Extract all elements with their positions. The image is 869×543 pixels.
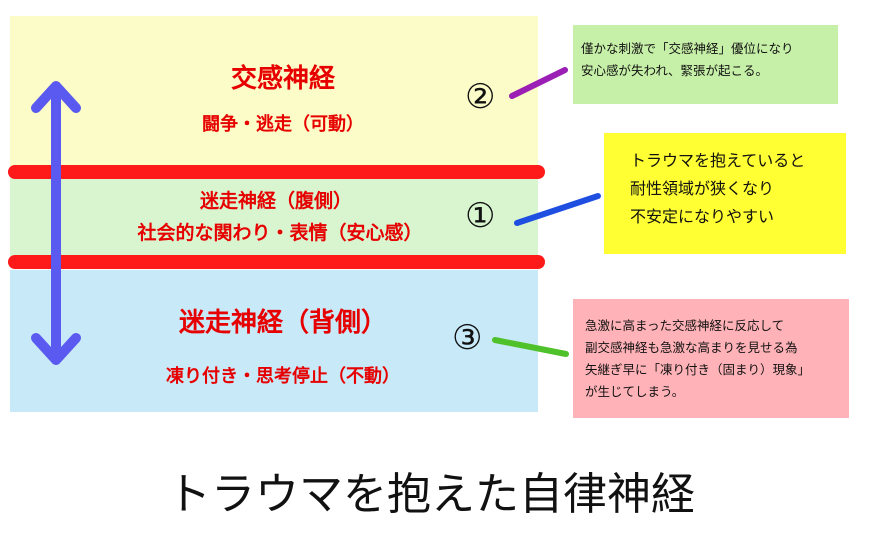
diagram-title: トラウマを抱えた自律神経 xyxy=(167,469,695,520)
ventral-vagal-subtitle: 社会的な関わり・表情（安心感） xyxy=(137,222,423,244)
sympathetic-title: 交感神経 xyxy=(230,64,336,94)
callout-line: 僅かな刺激で「交感神経」優位になり xyxy=(581,41,794,56)
callout-sympathetic: 僅かな刺激で「交感神経」優位になり 安心感が失われ、緊張が起こる。 xyxy=(573,25,838,104)
upper-boundary-bar xyxy=(8,165,545,179)
callout-line: 矢継ぎ早に「凍り付き（固まり）現象」 xyxy=(585,362,811,377)
callout-line: 不安定になりやすい xyxy=(630,207,775,226)
number-2-label: ② xyxy=(465,77,496,117)
ventral-vagal-zone xyxy=(10,178,538,260)
callout-line: 安心感が失われ、緊張が起こる。 xyxy=(581,63,769,78)
number-3-label: ③ xyxy=(452,318,483,358)
number-1-label: ① xyxy=(465,196,496,236)
dorsal-vagal-title: 迷走神経（背側） xyxy=(178,308,388,338)
callout-window-of-tolerance: トラウマを抱えていると 耐性領域が狭くなり 不安定になりやすい xyxy=(604,133,846,254)
dorsal-vagal-subtitle: 凍り付き・思考停止（不動） xyxy=(166,366,400,387)
dorsal-vagal-zone xyxy=(10,270,538,412)
sympathetic-subtitle: 闘争・逃走（可動） xyxy=(202,114,364,135)
callout-line: 急激に高まった交感神経に反応して xyxy=(585,318,785,333)
lower-boundary-bar xyxy=(8,255,545,269)
callout-dorsal-vagal: 急激に高まった交感神経に反応して 副交感神経も急激な高まりを見せる為 矢継ぎ早に… xyxy=(573,299,849,418)
callout-line: が生じてしまう。 xyxy=(585,384,685,399)
callout-line: 耐性領域が狭くなり xyxy=(630,179,775,198)
ventral-vagal-title: 迷走神経（腹側） xyxy=(199,190,353,212)
callout-line: トラウマを抱えていると xyxy=(630,151,806,170)
callout-line: 副交感神経も急激な高まりを見せる為 xyxy=(585,340,798,355)
sympathetic-zone xyxy=(10,16,538,166)
